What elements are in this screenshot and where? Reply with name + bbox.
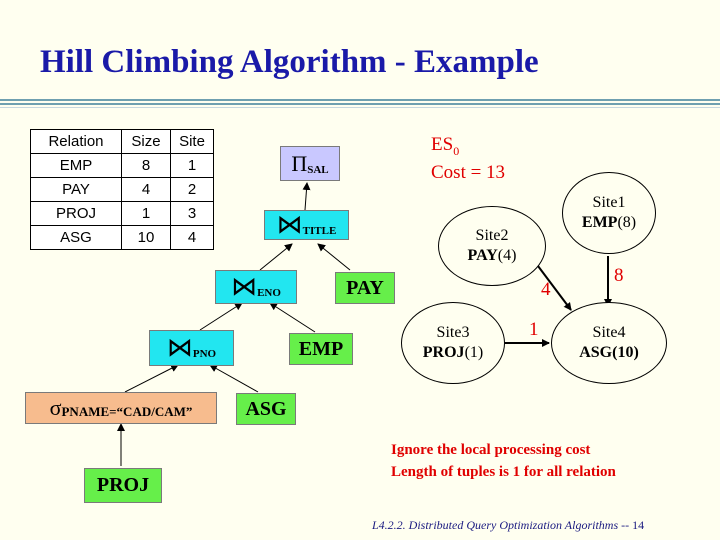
site-name: Site2	[475, 227, 509, 244]
leaf-asg: ASG	[236, 393, 296, 425]
transfer-arrow	[534, 261, 572, 311]
table-cell: 4	[170, 225, 214, 250]
tree-edge	[317, 243, 351, 271]
tree-edge	[124, 364, 179, 393]
table-cell: 2	[170, 177, 214, 202]
table-cell: PROJ	[30, 201, 122, 226]
slide-footer: L4.2.2. Distributed Query Optimization A…	[372, 518, 644, 533]
table-cell: 1	[121, 201, 171, 226]
note-line: Ignore the local processing cost	[391, 442, 591, 458]
tree-edge	[302, 182, 311, 211]
join-symbol: ⋈	[276, 210, 303, 239]
tree-edge	[259, 243, 293, 271]
column-header: Relation	[30, 129, 122, 154]
leaf-proj: PROJ	[84, 468, 162, 503]
page-number: -- 14	[621, 518, 645, 532]
cost-label-site2-site4: 4	[541, 279, 551, 300]
site-name: Site3	[436, 324, 470, 341]
site-relation: PAY(4)	[467, 247, 517, 264]
tree-edge	[269, 302, 316, 333]
join-title-node: ⋈TITLE	[264, 210, 349, 240]
table-cell: 3	[170, 201, 214, 226]
table-cell: 8	[121, 153, 171, 178]
join-eno-node: ⋈ENO	[215, 270, 297, 304]
site-relation: ASG(10)	[579, 344, 639, 361]
title-rule	[0, 103, 720, 105]
table-row: ASG 10 4	[30, 225, 214, 250]
leaf-emp: EMP	[289, 333, 353, 365]
site1-node: Site1 EMP(8)	[562, 172, 656, 254]
table-row: EMP 8 1	[30, 153, 214, 178]
table-cell: ASG	[30, 225, 122, 250]
footer-text: L4.2.2. Distributed Query Optimization A…	[372, 518, 619, 532]
leaf-pay: PAY	[335, 272, 395, 304]
cost-label-site3-site4: 1	[529, 319, 539, 340]
tree-edge	[209, 364, 259, 393]
site2-node: Site2 PAY(4)	[438, 206, 546, 286]
slide-title: Hill Climbing Algorithm - Example	[40, 44, 539, 80]
execution-strategy: ES0 Cost = 13	[431, 134, 505, 184]
site-relation: PROJ(1)	[422, 344, 484, 361]
title-rule	[0, 99, 720, 101]
site-relation: EMP(8)	[581, 214, 637, 231]
join-attribute: PNO	[192, 348, 217, 360]
relation-table: Relation Size Site EMP 8 1 PAY 4 2 PROJ …	[30, 129, 214, 250]
join-pno-node: ⋈PNO	[149, 330, 234, 366]
join-attribute: TITLE	[302, 225, 337, 237]
site4-node: Site4 ASG(10)	[551, 302, 667, 384]
projection-attribute: SAL	[307, 163, 329, 176]
es-subscript: 0	[453, 143, 460, 158]
column-header: Site	[170, 129, 214, 154]
join-symbol: ⋈	[231, 272, 258, 301]
projection-symbol: Π	[291, 150, 308, 176]
selection-predicate: PNAME=“CAD/CAM”	[61, 404, 193, 419]
table-row: PROJ 1 3	[30, 201, 214, 226]
table-cell: EMP	[30, 153, 122, 178]
assumptions-note: Ignore the local processing cost Length …	[391, 439, 616, 483]
site-name: Site1	[592, 194, 626, 211]
site3-node: Site3 PROJ(1)	[401, 302, 505, 384]
note-line: Length of tuples is 1 for all relation	[391, 464, 616, 480]
table-cell: 10	[121, 225, 171, 250]
join-attribute: ENO	[257, 287, 281, 299]
es-cost: Cost = 13	[431, 161, 506, 183]
title-rule	[0, 107, 720, 108]
es-label: ES0	[431, 134, 460, 158]
selection-symbol: σ	[49, 395, 62, 420]
tree-edge	[199, 302, 243, 331]
join-symbol: ⋈	[166, 333, 193, 362]
site-name: Site4	[592, 324, 626, 341]
cost-label-site1-site4: 8	[614, 265, 624, 286]
